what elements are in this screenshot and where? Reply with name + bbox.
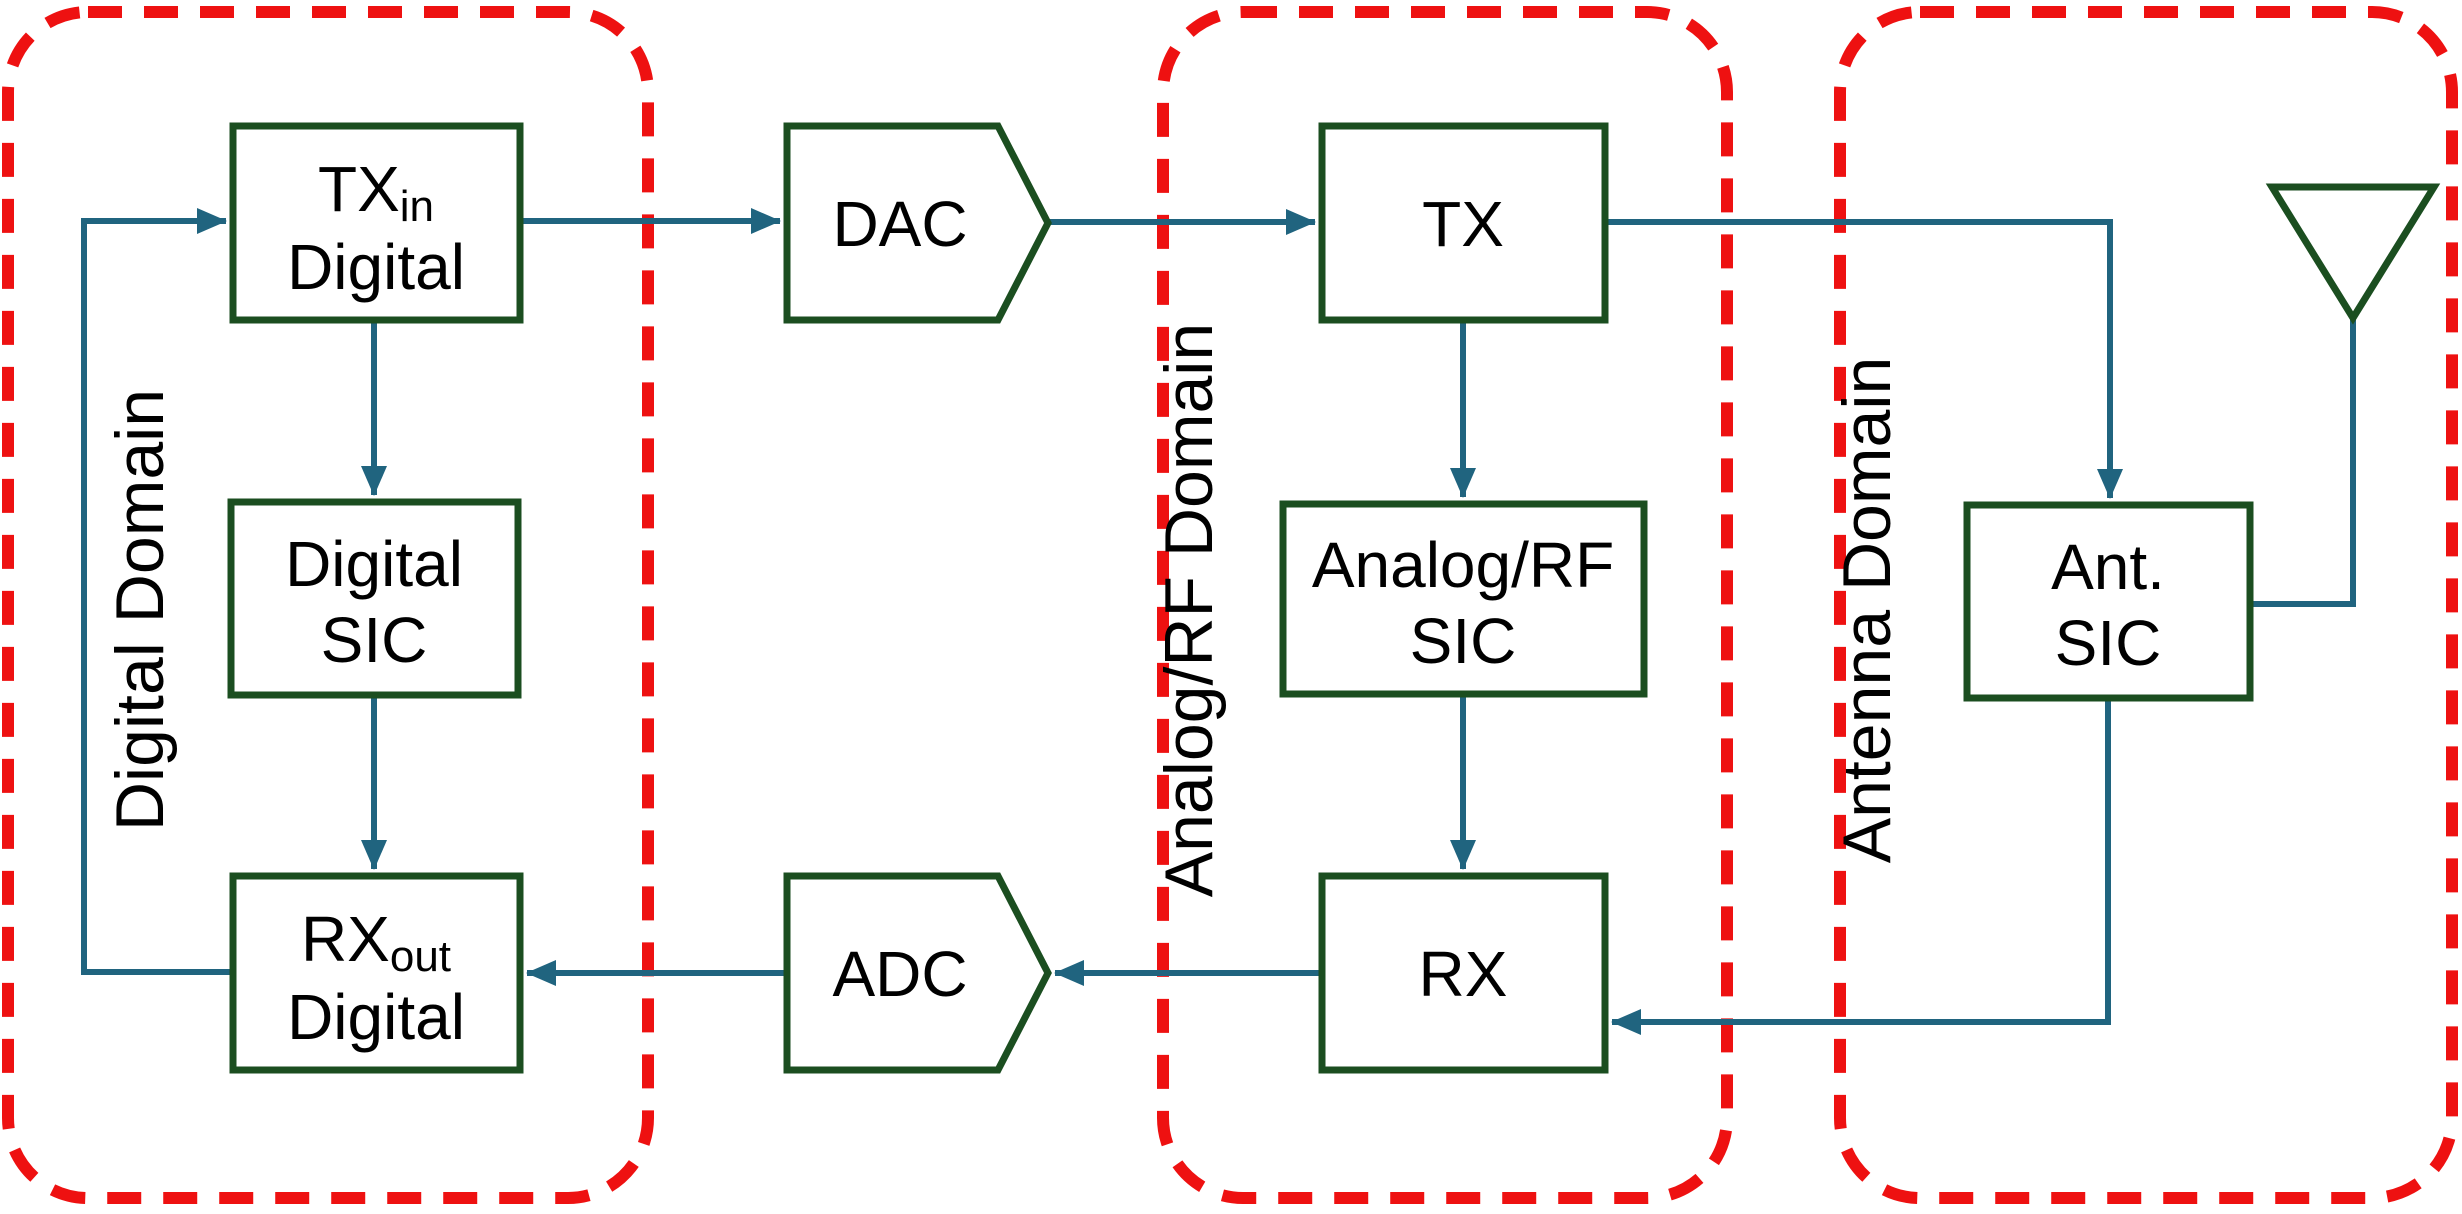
adc-block	[783, 872, 1052, 1074]
ant-sic-label-line1: Ant.	[2051, 531, 2165, 603]
tx-box	[1318, 122, 1609, 324]
rxout-digital-label-line2: Digital	[287, 981, 465, 1053]
dac-label: DAC	[832, 188, 967, 260]
analog-rf-sic-box	[1279, 500, 1648, 698]
analog-rf-sic-label-line2: SIC	[1410, 605, 1517, 677]
antenna-feed-line	[2252, 318, 2356, 607]
rxout-digital-box	[229, 872, 524, 1074]
antenna-icon	[2265, 183, 2441, 325]
txin-digital-box	[229, 122, 524, 324]
rx-label: RX	[1419, 938, 1508, 1010]
tx-label: TX	[1422, 188, 1504, 260]
digital-sic-label-line2: SIC	[321, 604, 428, 676]
tx-to-antsic-connector	[1605, 219, 2123, 499]
analog-rf-domain-outline	[1157, 6, 1733, 1204]
digital-sic-label-line1: Digital	[285, 528, 463, 600]
adc-label: ADC	[832, 938, 967, 1010]
rx-box	[1318, 872, 1609, 1074]
ant-sic-label-line2: SIC	[2055, 607, 2162, 679]
txin-digital-label-line2: Digital	[287, 231, 465, 303]
digital-domain-label: Digital Domain	[102, 389, 178, 831]
rxout-digital-label-line1: RXout	[301, 903, 451, 981]
analog-rf-sic-label-line1: Analog/RF	[1312, 529, 1614, 601]
analog-rf-domain-label: Analog/RF Domain	[1151, 323, 1227, 897]
antenna-domain-label: Antenna Domain	[1829, 357, 1905, 864]
dac-block	[783, 122, 1052, 324]
digital-sic-box	[227, 498, 522, 699]
antenna-domain-outline	[1834, 6, 2458, 1204]
rxout-to-txin-feedback-connector	[81, 208, 233, 975]
digital-domain-outline	[2, 6, 654, 1204]
antsic-to-rx-connector	[1611, 698, 2111, 1035]
txin-digital-label-line1: TXin	[318, 153, 434, 231]
ant-sic-box	[1963, 501, 2254, 702]
